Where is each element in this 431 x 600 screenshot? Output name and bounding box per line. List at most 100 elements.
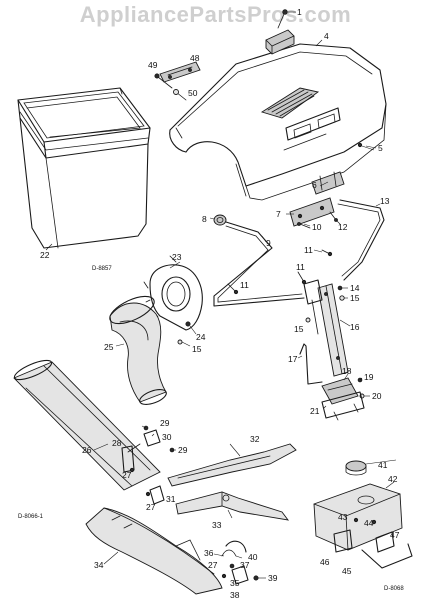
watermark: AppliancePartsPros.com [79,2,352,27]
callout-labels: 1 4 5 6 7 8 9 10 11 11 11 12 13 14 15 15… [40,7,400,600]
part-16-post[interactable] [303,279,349,377]
callout-15-c: 15 [192,344,202,354]
callout-27-c: 27 [208,560,218,570]
part-46-bracket[interactable] [333,529,353,553]
callout-1: 1 [297,7,302,17]
callout-48: 48 [190,53,200,63]
callout-22: 22 [40,250,50,260]
part-41-cap[interactable] [345,460,367,476]
part-15-washer-b[interactable] [339,295,345,301]
leader-lines [45,11,397,579]
part-8-cap[interactable] [213,214,227,226]
part-5-screw[interactable] [357,142,375,151]
callout-38: 38 [230,590,240,600]
part-33-blade-adapter[interactable] [175,491,290,521]
callout-28: 28 [112,438,122,448]
part-6-bracket[interactable] [311,171,345,195]
callout-32: 32 [250,434,260,444]
part-22-grass-bag[interactable] [17,87,151,249]
part-39-nut[interactable] [253,575,259,581]
part-4-housing[interactable] [169,43,387,201]
drawing-code-bottom-right: D-8068 [384,586,404,592]
part-40-spring[interactable] [225,540,247,553]
part-27-screw-a[interactable] [129,467,135,473]
part-15-nut-a[interactable] [177,339,183,345]
callout-50: 50 [188,88,198,98]
drawing-code-bottom-left: D-8066-1 [18,514,44,520]
part-27-screw-b[interactable] [145,491,151,497]
callout-23: 23 [172,252,182,262]
part-13-support-rod[interactable] [337,199,385,281]
callout-20: 20 [372,391,382,401]
callout-35: 35 [230,578,240,588]
part-23-adapter-plate[interactable] [143,255,203,331]
part-49-screw[interactable] [154,73,173,89]
part-26-tube[interactable] [12,357,161,491]
part-1-knob[interactable] [265,9,295,55]
callout-44: 44 [364,518,374,528]
part-11-bolt-a[interactable] [321,249,333,257]
part-44-nut[interactable] [371,519,377,525]
part-37-nut[interactable] [229,563,235,569]
callout-36: 36 [204,548,214,558]
part-15-washer-c[interactable] [305,317,311,323]
part-10-bolt[interactable] [297,222,311,229]
callout-17: 17 [288,354,298,364]
part-38-bracket[interactable] [231,565,249,585]
callout-10: 10 [312,222,322,232]
callout-24: 24 [196,332,206,342]
part-7-plate[interactable] [289,197,335,227]
part-18-bracket[interactable] [321,377,359,405]
part-14-nut[interactable] [337,285,343,291]
callout-27-b: 27 [146,502,156,512]
callout-33: 33 [212,520,222,530]
callout-34: 34 [94,560,104,570]
part-34-deflector[interactable] [85,507,223,595]
part-45-handle[interactable] [361,543,413,569]
callout-11-b: 11 [240,280,249,290]
part-21-plate[interactable] [321,391,365,421]
part-42-box[interactable] [313,483,403,551]
callout-14: 14 [350,283,360,293]
callout-49: 49 [148,60,158,70]
callout-7: 7 [276,209,281,219]
callout-11-c: 11 [296,262,305,272]
part-9-rod[interactable] [213,221,305,307]
callout-43: 43 [338,512,348,522]
callout-46: 46 [320,557,330,567]
callout-18: 18 [342,366,352,376]
part-48-latch[interactable] [159,61,201,83]
part-30-clip[interactable] [143,429,161,447]
part-36-spring[interactable] [221,549,237,557]
part-47-clip[interactable] [375,531,395,553]
callout-29-a: 29 [160,418,170,428]
part-11-bolt-b[interactable] [227,283,239,295]
callout-25: 25 [104,342,114,352]
part-17-pin[interactable] [299,343,323,385]
part-50-nut[interactable] [173,89,187,101]
callout-12: 12 [338,222,348,232]
callout-15-b: 15 [294,324,304,334]
part-35-pin[interactable] [221,573,227,579]
callout-4: 4 [324,31,329,41]
callout-19: 19 [364,372,374,382]
callout-9: 9 [266,238,271,248]
part-43-bolt[interactable] [353,517,359,523]
callout-31: 31 [166,494,176,504]
callout-45: 45 [342,566,352,576]
callout-42: 42 [388,474,398,484]
callout-37: 37 [240,560,250,570]
callout-21: 21 [310,406,320,416]
part-32-blade[interactable] [167,443,297,487]
part-24-nut[interactable] [185,321,191,327]
callout-39: 39 [268,573,278,583]
part-11-bolt-c[interactable] [297,271,307,285]
callout-30: 30 [162,432,172,442]
callout-40: 40 [248,552,258,562]
part-31-bracket[interactable] [149,485,165,505]
callout-5: 5 [378,143,383,153]
callout-13: 13 [380,196,390,206]
callout-16: 16 [350,322,360,332]
part-25-elbow-chute[interactable] [106,291,168,408]
